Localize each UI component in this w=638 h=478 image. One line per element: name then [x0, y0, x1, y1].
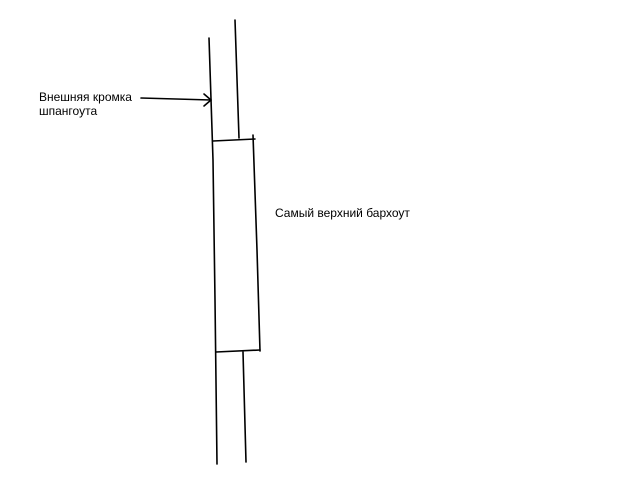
arrow-head: [203, 93, 212, 107]
frame-outer-edge-line: [208, 37, 218, 465]
frame-outer-edge-label-line-2: шпангоута: [39, 104, 98, 118]
barkhout-top-edge: [212, 138, 256, 142]
arrow-shaft: [140, 97, 212, 101]
frame-outer-edge-label: Внешняя кромка шпангоута: [39, 90, 132, 118]
frame-inner-edge-lower-line: [242, 351, 247, 463]
barkhout-right-edge: [252, 134, 261, 352]
frame-inner-edge-upper-line: [234, 19, 240, 139]
frame-outer-edge-label-line-1: Внешняя кромка: [39, 90, 132, 104]
barkhout-bottom-edge: [215, 349, 261, 353]
top-barkhout-label: Самый верхний бархоут: [275, 206, 410, 220]
